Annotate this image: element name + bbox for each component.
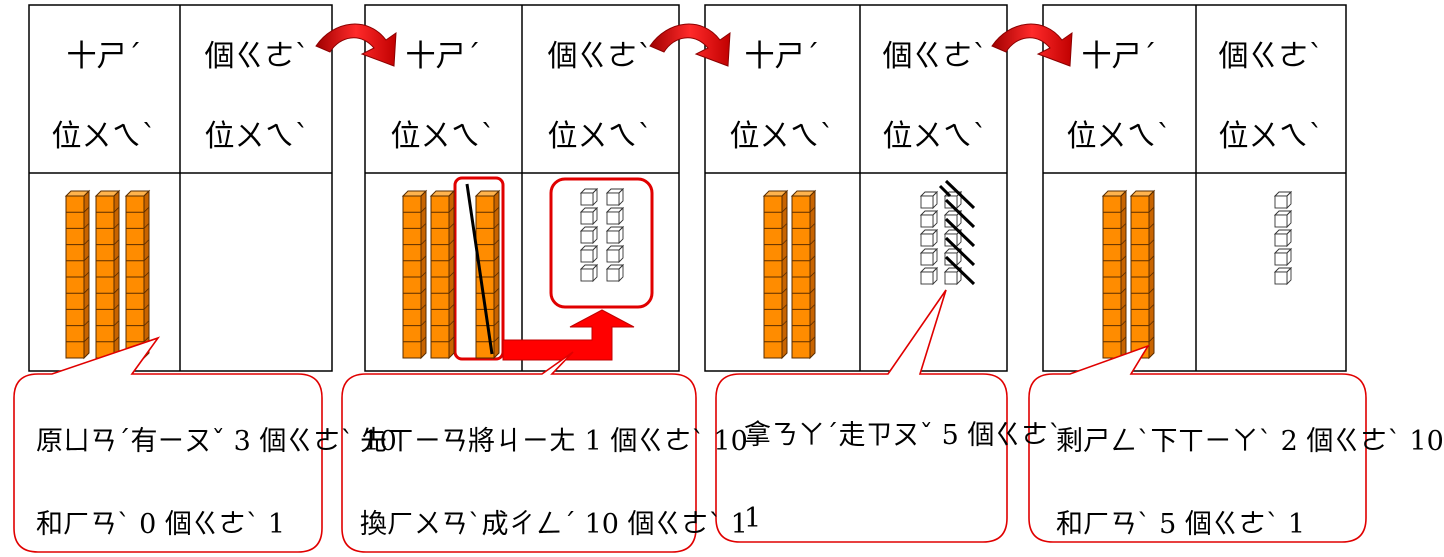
panel-1-tens-rod-3 [124,189,151,360]
panel-3-ones-cube-8 [943,247,963,267]
curved-arrow-3 [991,23,1073,67]
panel-1-tens-rod-2 [94,189,121,360]
bubble-1-line-2: 和ㄏㄢˋ 0 個ㄍㄜˋ 1 [36,509,286,540]
panel-2-ones-cube-9 [579,263,599,283]
bubble-1-text: 原ㄩㄢˊ有ㄧㄡˇ 3 個ㄍㄜˋ 10 和ㄏㄢˋ 0 個ㄍㄜˋ 1 [36,428,397,538]
panel-2-ones-cube-2 [605,187,625,207]
panel-2-ones-cube-10 [605,263,625,283]
panel-3-ones-cube-7 [919,247,939,267]
bubble-4-line-2: 和ㄏㄢˋ 5 個ㄍㄜˋ 1 [1056,509,1306,540]
panel-1-ones-label-bottom: 位ㄨㄟˋ [204,119,310,154]
panel-2-ones-label-top: 個ㄍㄜˋ [547,39,653,74]
panel-2-ones-cube-6 [605,225,625,245]
panel-4-ones-cube-1 [1273,190,1293,210]
panel-2-ones-cube-7 [579,244,599,264]
place-value-diagram: 十ㄕˊ 位ㄨㄟˋ 個ㄍㄜˋ 位ㄨㄟˋ 十ㄕˊ 位ㄨㄟˋ 個ㄍㄜˋ 位ㄨㄟˋ 十ㄕ… [13,4,1444,553]
panel-2-ones-cube-4 [605,206,625,226]
panel-3-ones-label-top: 個ㄍㄜˋ [882,39,988,74]
panel-2-tens-rod-3 [474,189,501,360]
panel-4-tens-label-top: 十ㄕˊ [1081,39,1157,74]
panel-2-tens-label-top: 十ㄕˊ [405,39,481,74]
panel-4-ones-cube-3 [1273,228,1293,248]
transfer-arrow [502,309,635,361]
speech-bubble-1 [13,336,323,553]
bubble-3-line-1: 拿ㄋㄚˊ走ㄗㄡˇ 5 個ㄍㄜˋ [744,420,1062,451]
panel-4-tens-label-bottom: 位ㄨㄟˋ [1066,119,1172,154]
speech-bubble-4 [1028,344,1367,543]
panel-4-tens-rod-2 [1129,189,1156,360]
panel-2-cubes-highlight [549,177,654,309]
bubble-2-line-2: 換ㄏㄨㄢˋ成ㄔㄥˊ 10 個ㄍㄜˋ 1 [360,509,748,540]
panel-2-rod-highlight [453,176,505,361]
panel-2-ones-cube-3 [579,206,599,226]
panel-1-tens-rod-1 [64,189,91,360]
panel-4-ones-cube-5 [1273,266,1293,286]
panel-2-ones-cube-8 [605,244,625,264]
panel-4-table [1042,4,1347,372]
panel-2-table [364,4,680,372]
bubble-2-line-1: 先ㄒㄧㄢ將ㄐㄧㄤ 1 個ㄍㄜˋ 10 [360,426,748,457]
panel-4-ones-label-top: 個ㄍㄜˋ [1218,39,1324,74]
speech-bubble-3 [715,289,1008,543]
panel-3-ones-cube-1 [919,190,939,210]
panel-2-ones-cube-5 [579,225,599,245]
panel-2-tens-rod-2 [429,189,456,360]
panel-3-cube-strikes [938,179,976,286]
panel-4-ones-cube-2 [1273,209,1293,229]
bubble-1-line-1: 原ㄩㄢˊ有ㄧㄡˇ 3 個ㄍㄜˋ 10 [36,426,397,457]
panel-1-table [28,4,333,372]
panel-3-table [704,4,1008,372]
panel-3-ones-label-bottom: 位ㄨㄟˋ [882,119,988,154]
panel-1-ones-label-top: 個ㄍㄜˋ [204,39,310,74]
panel-4-ones-cube-4 [1273,247,1293,267]
bubble-3-text: 拿ㄋㄚˊ走ㄗㄡˇ 5 個ㄍㄜˋ 1 [744,422,1062,532]
panel-3-tens-rod-2 [790,189,817,360]
panel-3-ones-cube-9 [919,266,939,286]
panel-2-ones-cube-1 [579,187,599,207]
panel-2-tens-rod-1 [401,189,428,360]
speech-bubble-2 [341,351,697,553]
bubble-2-text: 先ㄒㄧㄢ將ㄐㄧㄤ 1 個ㄍㄜˋ 10 換ㄏㄨㄢˋ成ㄔㄥˊ 10 個ㄍㄜˋ 1 [360,428,748,538]
panel-4-tens-rod-1 [1101,189,1128,360]
panel-2-ones-label-bottom: 位ㄨㄟˋ [547,119,653,154]
bubble-3-line-2: 1 [744,503,762,534]
panel-3-tens-rod-1 [762,189,789,360]
panel-3-ones-cube-3 [919,209,939,229]
curved-arrow-1 [315,23,397,67]
panel-1-tens-label-bottom: 位ㄨㄟˋ [51,119,157,154]
panel-2-rod-strike [465,183,494,355]
panel-3-tens-label-top: 十ㄕˊ [744,39,820,74]
panel-3-ones-cube-5 [919,228,939,248]
diagram-canvas [13,4,1367,553]
bubble-4-line-1: 剩ㄕㄥˋ下ㄒㄧㄚˋ 2 個ㄍㄜˋ 10 [1056,426,1444,457]
curved-arrow-2 [649,23,731,67]
panel-1-tens-label-top: 十ㄕˊ [66,39,142,74]
panel-2-tens-label-bottom: 位ㄨㄟˋ [390,119,496,154]
panel-3-tens-label-bottom: 位ㄨㄟˋ [729,119,835,154]
panel-4-ones-label-bottom: 位ㄨㄟˋ [1218,119,1324,154]
bubble-4-text: 剩ㄕㄥˋ下ㄒㄧㄚˋ 2 個ㄍㄜˋ 10 和ㄏㄢˋ 5 個ㄍㄜˋ 1 [1056,428,1444,538]
